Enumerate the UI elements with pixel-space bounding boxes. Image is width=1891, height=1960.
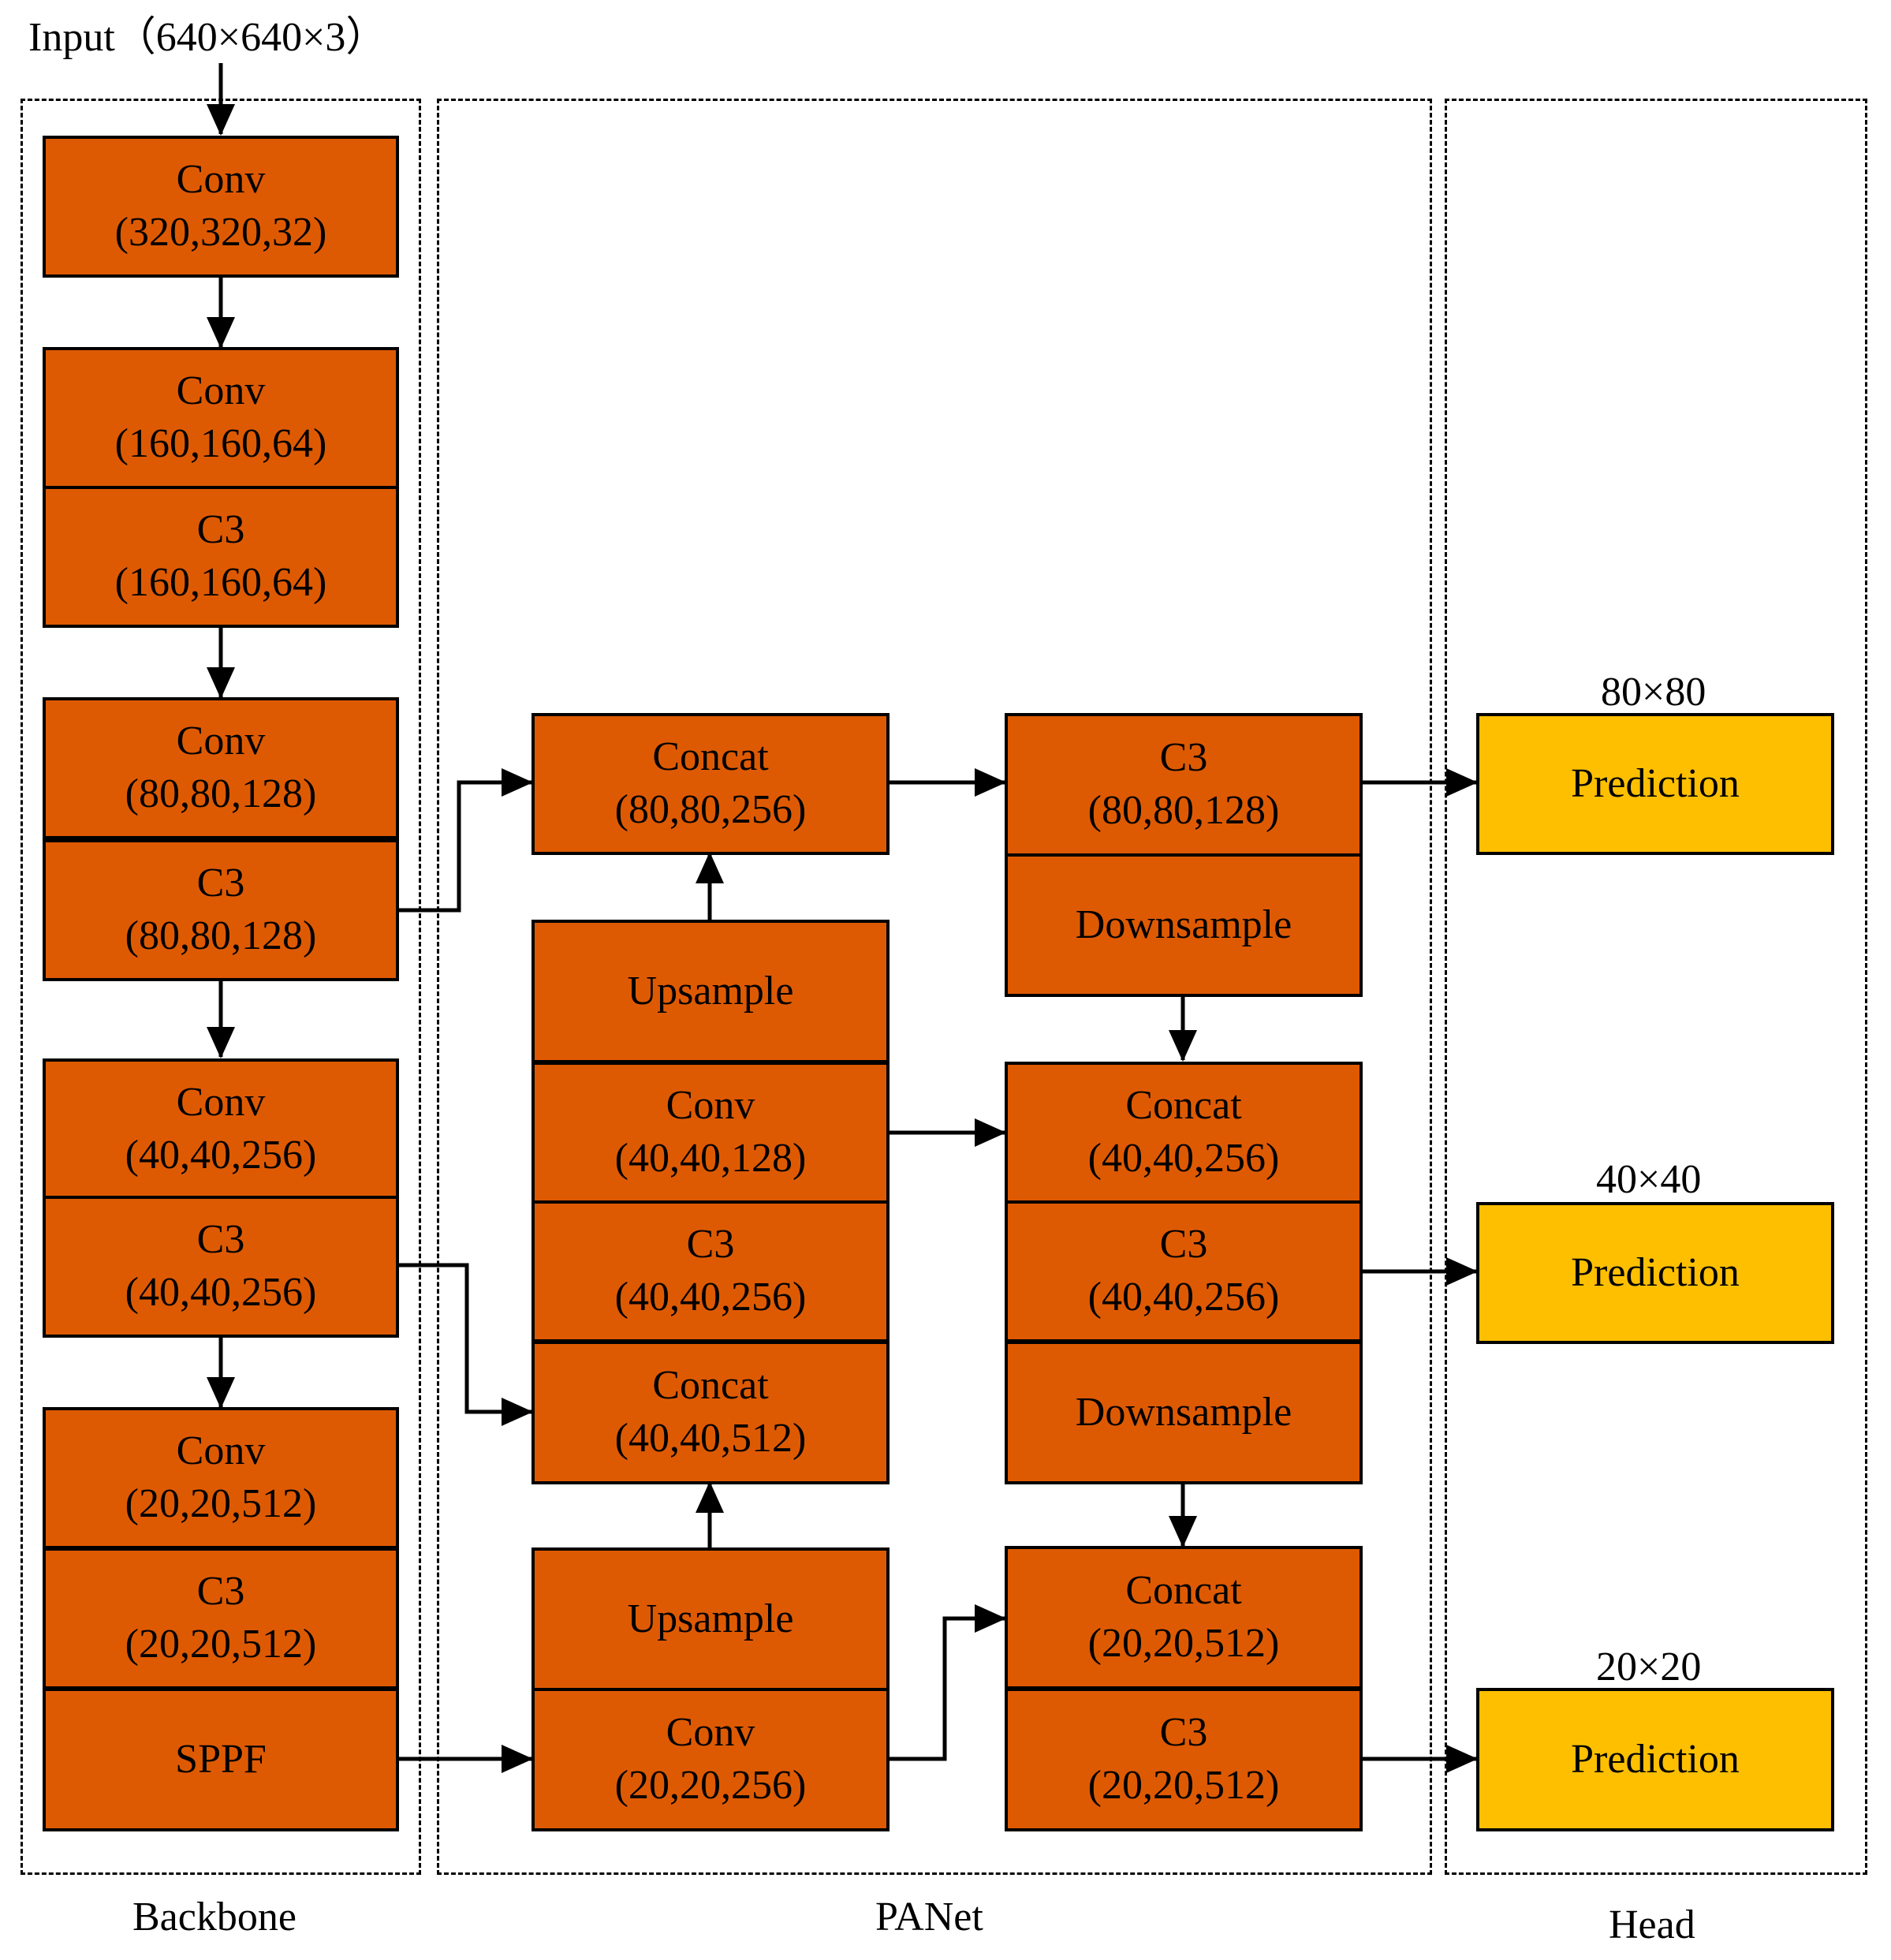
block-name: Concat	[652, 1363, 769, 1409]
panet-c3-4: C3 (20,20,512)	[1005, 1688, 1363, 1831]
block-shape: (40,40,256)	[125, 1133, 317, 1178]
block-shape: (320,320,32)	[114, 210, 327, 255]
block-shape: (40,40,256)	[1087, 1275, 1280, 1320]
block-name: C3	[686, 1222, 735, 1267]
backbone-conv-4: Conv (40,40,256)	[43, 1058, 399, 1200]
panet-frame	[437, 99, 1432, 1875]
block-shape: (160,160,64)	[114, 421, 327, 466]
head-frame	[1445, 99, 1867, 1875]
block-name: Concat	[1125, 1083, 1242, 1129]
panet-c3-2: C3 (80,80,128)	[1005, 713, 1363, 857]
block-name: Conv	[666, 1710, 755, 1756]
block-shape: (20,20,512)	[1087, 1621, 1280, 1666]
prediction-box: Prediction	[1476, 1688, 1834, 1831]
backbone-c3-1: C3 (160,160,64)	[43, 486, 399, 628]
prediction-label: Prediction	[1571, 1249, 1740, 1295]
backbone-conv-1: Conv (320,320,32)	[43, 136, 399, 278]
block-shape: (40,40,128)	[614, 1136, 807, 1181]
block-name: Conv	[176, 368, 266, 414]
panet-downsample-2: Downsample	[1005, 1341, 1363, 1484]
backbone-conv-2: Conv (160,160,64)	[43, 347, 399, 489]
block-shape: (40,40,512)	[614, 1416, 807, 1461]
block-shape: (20,20,512)	[1087, 1763, 1280, 1808]
block-name: C3	[1159, 735, 1208, 781]
block-shape: (40,40,256)	[614, 1275, 807, 1320]
backbone-conv-5: Conv (20,20,512)	[43, 1407, 399, 1549]
block-shape: (80,80,128)	[125, 913, 317, 958]
backbone-c3-3: C3 (40,40,256)	[43, 1196, 399, 1338]
panet-downsample-1: Downsample	[1005, 853, 1363, 997]
block-shape: (80,80,128)	[1087, 788, 1280, 833]
block-name: Conv	[176, 157, 266, 203]
block-name: Upsample	[627, 1596, 794, 1641]
block-shape: (80,80,128)	[125, 771, 317, 816]
block-name: C3	[1159, 1222, 1208, 1267]
panet-conv-1: Conv (40,40,128)	[531, 1062, 890, 1204]
prediction-label: Prediction	[1571, 760, 1740, 806]
panet-concat-4: Concat (20,20,512)	[1005, 1546, 1363, 1689]
panet-upsample-2: Upsample	[531, 1547, 890, 1691]
backbone-section-label: Backbone	[132, 1895, 297, 1939]
block-shape: (20,20,512)	[125, 1622, 317, 1667]
block-name: Upsample	[627, 968, 794, 1014]
panet-upsample-1: Upsample	[531, 920, 890, 1063]
prediction-box: Prediction	[1476, 713, 1834, 855]
block-name: Conv	[176, 1080, 266, 1126]
block-shape: (80,80,256)	[614, 787, 807, 832]
panet-conv-2: Conv (20,20,256)	[531, 1688, 890, 1831]
head-section-label: Head	[1609, 1902, 1695, 1947]
block-name: Downsample	[1075, 1389, 1292, 1435]
block-shape: (40,40,256)	[1087, 1136, 1280, 1181]
block-name: C3	[196, 1569, 245, 1615]
panet-concat-3: Concat (40,40,256)	[1005, 1062, 1363, 1204]
panet-concat-1: Concat (80,80,256)	[531, 713, 890, 855]
backbone-sppf: SPPF	[43, 1688, 399, 1831]
panet-c3-1: C3 (40,40,256)	[531, 1200, 890, 1342]
backbone-c3-4: C3 (20,20,512)	[43, 1547, 399, 1689]
block-name: C3	[1159, 1710, 1208, 1756]
block-name: SPPF	[175, 1736, 267, 1782]
block-shape: (20,20,512)	[125, 1481, 317, 1526]
head-size-label: 20×20	[1596, 1645, 1702, 1689]
block-name: Concat	[652, 734, 769, 780]
block-name: C3	[196, 861, 245, 906]
block-name: Conv	[666, 1083, 755, 1129]
block-name: Downsample	[1075, 902, 1292, 947]
block-name: Concat	[1125, 1568, 1242, 1614]
head-size-label: 80×80	[1601, 670, 1706, 715]
block-name: C3	[196, 507, 245, 553]
panet-c3-3: C3 (40,40,256)	[1005, 1200, 1363, 1342]
input-label: Input（640×640×3）	[28, 15, 387, 60]
backbone-c3-2: C3 (80,80,128)	[43, 839, 399, 981]
block-shape: (40,40,256)	[125, 1270, 317, 1315]
panet-section-label: PANet	[875, 1895, 983, 1939]
head-size-label: 40×40	[1596, 1157, 1702, 1202]
backbone-conv-3: Conv (80,80,128)	[43, 697, 399, 839]
block-shape: (160,160,64)	[114, 560, 327, 605]
block-shape: (20,20,256)	[614, 1763, 807, 1808]
panet-concat-2: Concat (40,40,512)	[531, 1341, 890, 1484]
block-name: Conv	[176, 719, 266, 764]
block-name: Conv	[176, 1428, 266, 1474]
block-name: C3	[196, 1217, 245, 1263]
prediction-box: Prediction	[1476, 1202, 1834, 1344]
prediction-label: Prediction	[1571, 1736, 1740, 1782]
